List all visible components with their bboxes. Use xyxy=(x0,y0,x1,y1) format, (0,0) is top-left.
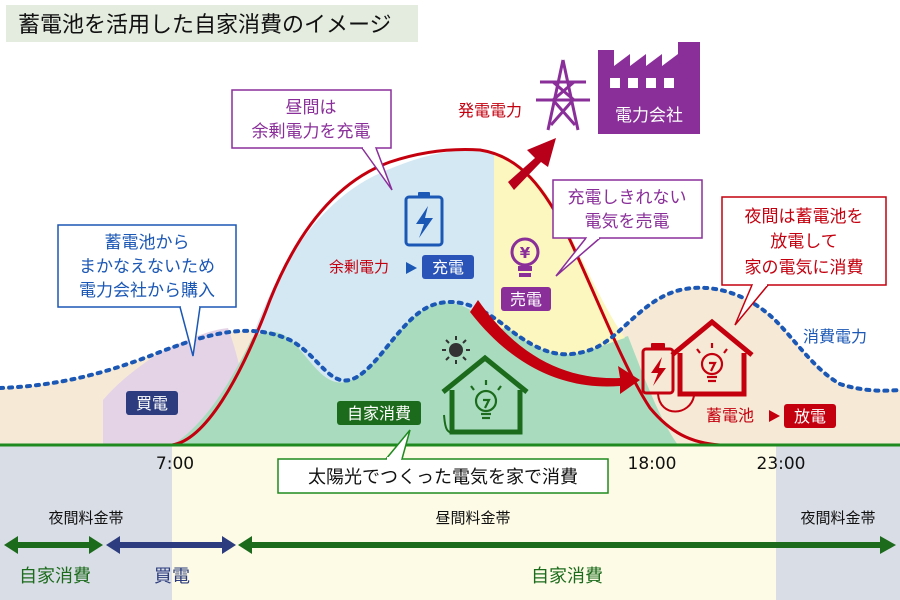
callout-buy xyxy=(57,224,237,308)
surplus-charge-area xyxy=(252,149,494,383)
battery-label: 蓄電池 xyxy=(706,406,754,425)
callout-pointer xyxy=(555,237,601,277)
callout-daytime-line2: 余剰電力を充電 xyxy=(252,122,371,142)
charge-to-battery-arrow xyxy=(470,300,640,394)
sell-badge-text: 売電 xyxy=(510,290,542,309)
sell-arrow xyxy=(508,138,556,190)
charge-badge xyxy=(422,255,474,279)
self-use-area xyxy=(172,301,678,445)
battery-charging-icon xyxy=(404,192,444,247)
timeline-arrow-middle xyxy=(106,536,236,554)
consumption-curve xyxy=(0,285,900,393)
callout-sell xyxy=(552,179,703,239)
charge-badge-text: 充電 xyxy=(432,258,464,277)
tariff-night-left: 夜間料金帯 xyxy=(48,509,123,527)
callout-buy-line1: 蓄電池から xyxy=(105,233,190,253)
consumption-label: 消費電力 xyxy=(803,327,867,346)
discharge-badge xyxy=(784,404,836,428)
tariff-night-right: 夜間料金帯 xyxy=(800,509,875,527)
battery-discharge-icon xyxy=(641,343,675,395)
timeline-arrow-left xyxy=(4,536,103,554)
callout-night xyxy=(721,196,887,286)
lightbulb-red-icon xyxy=(696,343,728,383)
time-18: 18:00 xyxy=(628,454,677,474)
small-arrow-icon xyxy=(769,410,780,422)
discharge-badge-text: 放電 xyxy=(794,407,826,426)
bottom-self-use-right: 自家消費 xyxy=(531,566,603,587)
callout-night-line1: 夜間は蓄電池を xyxy=(745,207,864,227)
callout-daytime-charge xyxy=(231,89,392,149)
yen-symbol: ¥ xyxy=(520,244,531,262)
callout-sell-line1: 充電しきれない xyxy=(568,188,687,208)
callout-pointer xyxy=(361,147,393,191)
house-red-icon xyxy=(670,318,754,397)
callout-solar-self-use-text: 太陽光でつくった電気を家で消費 xyxy=(308,467,578,488)
callout-pointer xyxy=(385,429,411,460)
tariff-day: 昼間料金帯 xyxy=(435,509,510,527)
callout-pointer-mask xyxy=(387,457,401,460)
title-box xyxy=(6,5,418,42)
callout-sell-line2: 電気を売電 xyxy=(585,212,670,232)
power-tower-icon xyxy=(536,59,590,131)
bottom-self-use-left: 自家消費 xyxy=(19,566,91,587)
self-use-badge xyxy=(337,401,421,425)
callout-pointer xyxy=(179,306,201,357)
callout-daytime-line1: 昼間は xyxy=(286,98,337,118)
callout-buy-line2: まかなえないため xyxy=(79,257,215,277)
callout-pointer-mask xyxy=(181,305,199,308)
factory-icon xyxy=(598,42,700,134)
sun-icon xyxy=(442,336,470,364)
title: 蓄電池を活用した自家消費のイメージ xyxy=(18,13,392,38)
lightbulb-icon xyxy=(470,380,502,420)
surplus-label: 余剰電力 xyxy=(329,258,389,276)
self-use-connector xyxy=(443,414,459,434)
night-band-right xyxy=(776,445,900,600)
buy-badge xyxy=(126,391,178,415)
callout-night-line3: 家の電気に消費 xyxy=(745,258,864,278)
callout-pointer-mask xyxy=(587,236,599,239)
callout-buy-line3: 電力会社から購入 xyxy=(79,281,215,301)
timeline-arrow-right xyxy=(238,536,896,554)
callout-solar-self-use xyxy=(277,458,609,494)
callout-pointer xyxy=(734,284,769,326)
bottom-buy: 買電 xyxy=(154,566,190,587)
battery-connector xyxy=(657,393,695,413)
callout-pointer-mask xyxy=(363,146,375,149)
time-7: 7:00 xyxy=(156,454,194,474)
time-23: 23:00 xyxy=(757,454,806,474)
generation-curve xyxy=(171,148,721,447)
callout-night-line2: 放電して xyxy=(770,232,838,252)
self-use-badge-text: 自家消費 xyxy=(347,404,411,423)
small-arrow-icon xyxy=(406,262,417,274)
company-label: 電力会社 xyxy=(615,106,683,126)
night-band-left xyxy=(0,445,172,600)
callout-pointer-mask xyxy=(753,283,767,286)
sell-badge xyxy=(501,287,551,311)
buy-badge-text: 買電 xyxy=(136,394,168,413)
lightbulb-yen-icon xyxy=(510,237,540,277)
house-green-icon xyxy=(441,354,529,435)
generation-label: 発電電力 xyxy=(458,101,522,120)
